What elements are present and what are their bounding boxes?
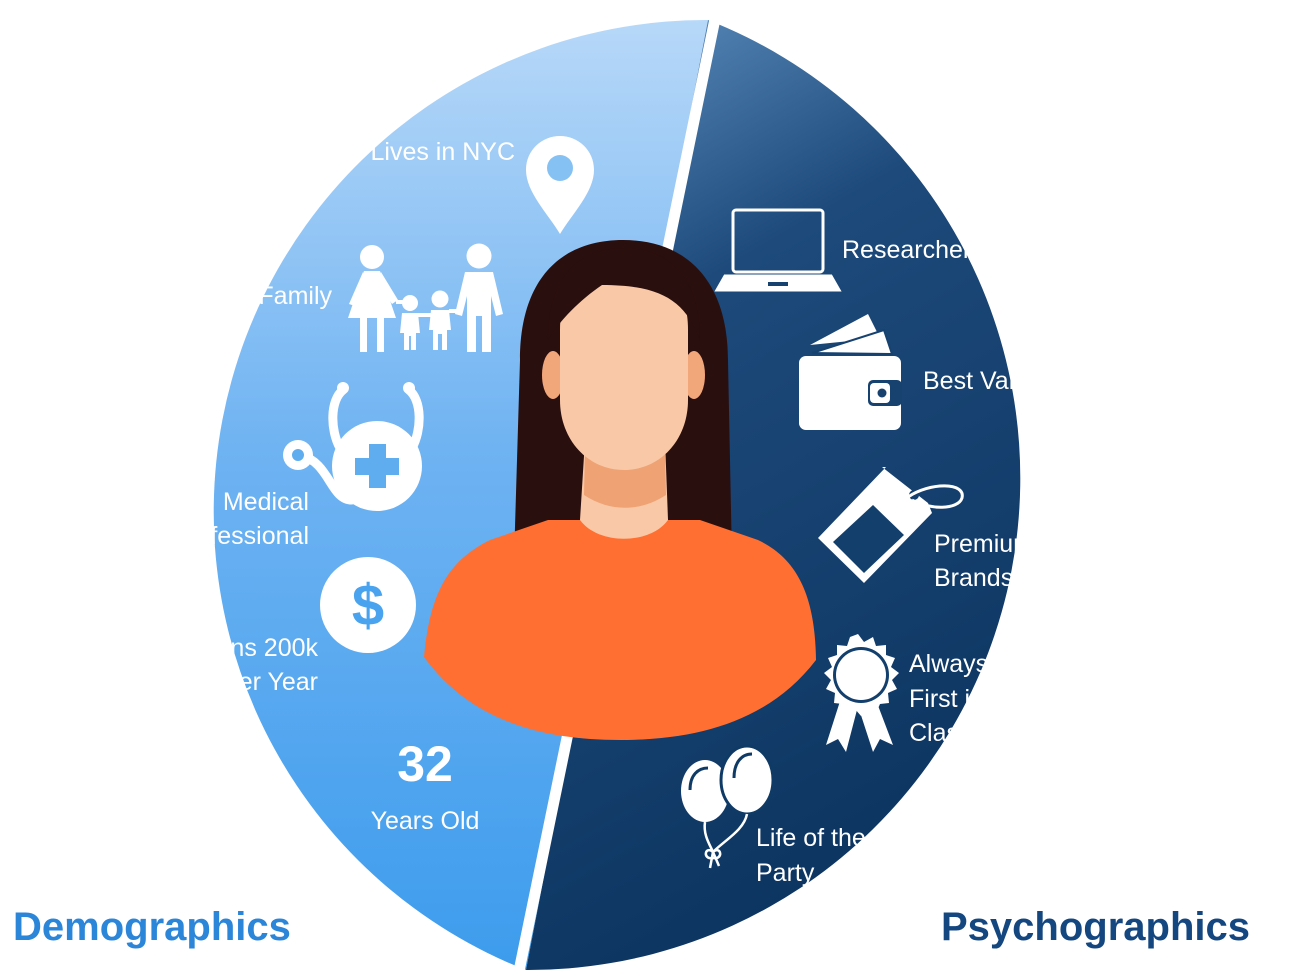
dollar-coin-icon: $ <box>320 557 416 653</box>
trait-premium-line2: Brands <box>934 564 1014 592</box>
demographics-title: Demographics <box>13 905 291 949</box>
trait-first-line2: First in <box>909 685 984 713</box>
trait-first-line3: Class <box>909 719 972 747</box>
wallet-icon <box>799 314 902 430</box>
trait-party-line1: Life of the <box>756 824 866 852</box>
location-label: Lives in NYC <box>370 138 516 166</box>
age-number: 32 <box>397 736 453 792</box>
income-label-line1: Earns 200k <box>191 634 318 662</box>
profession-label-line1: Medical <box>222 488 309 516</box>
family-icon <box>348 243 503 352</box>
income-label-line2: Per Year <box>222 668 318 696</box>
age-label: Years Old <box>370 807 480 835</box>
profession-label-line2: Professional <box>171 522 309 550</box>
trait-best-value: Best Value <box>923 367 1043 395</box>
persona-avatar <box>424 240 816 740</box>
location-pin-icon <box>526 136 594 234</box>
psychographics-title: Psychographics <box>941 905 1251 949</box>
trait-party-line2: Party <box>756 859 815 887</box>
trait-first-line1: Always <box>909 650 989 678</box>
laptop-icon <box>714 208 842 292</box>
family-label: Family <box>258 282 332 310</box>
stethoscope-icon <box>283 382 424 511</box>
award-ribbon-icon <box>824 634 899 752</box>
trait-researcher: Researcher <box>842 236 972 264</box>
trait-premium-line1: Premium <box>934 530 1035 558</box>
price-tag-icon <box>818 467 964 583</box>
svg-text:$: $ <box>352 573 384 638</box>
balloons-icon <box>681 744 775 869</box>
